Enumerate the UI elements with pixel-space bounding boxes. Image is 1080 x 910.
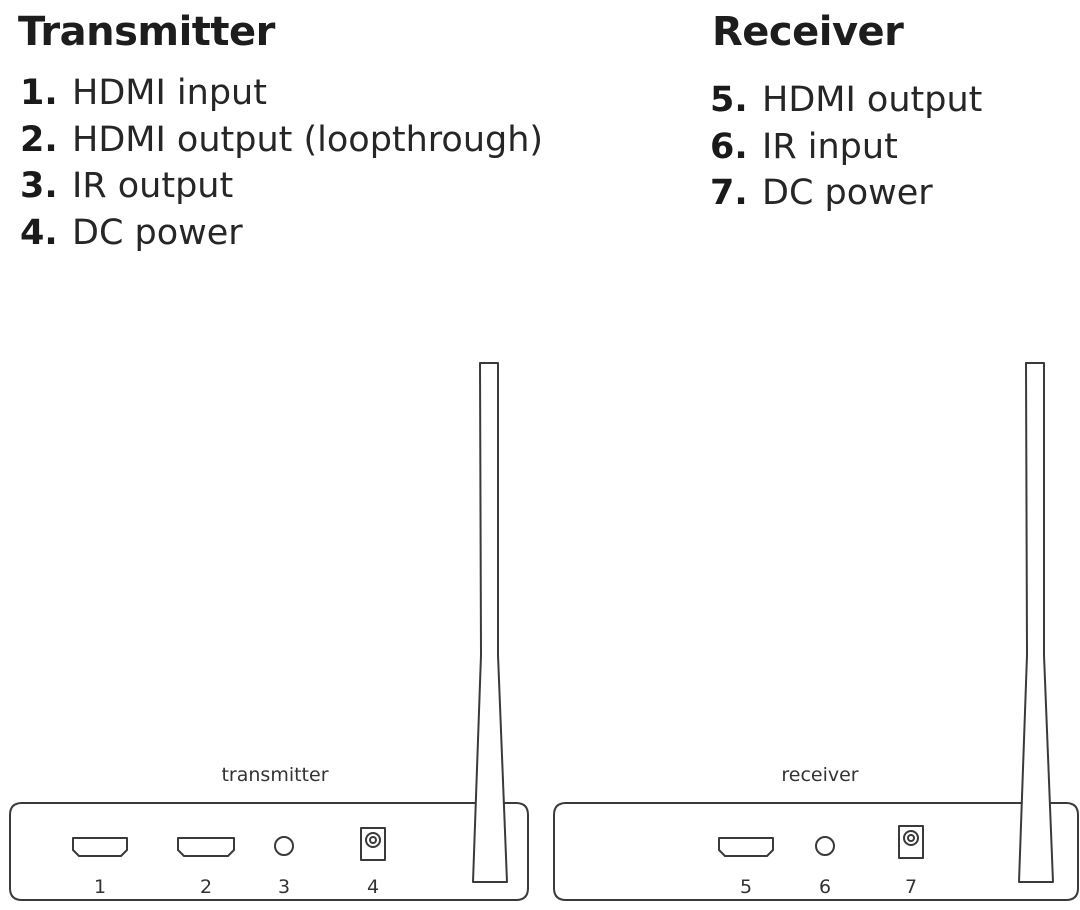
receiver-device bbox=[553, 362, 1079, 901]
list-item: 5. HDMI output bbox=[710, 77, 982, 124]
dc-jack-icon bbox=[360, 827, 386, 861]
item-number: 6. bbox=[710, 126, 748, 167]
port-number-label: 7 bbox=[905, 876, 917, 898]
transmitter-device bbox=[9, 362, 529, 901]
item-number: 4. bbox=[20, 212, 58, 253]
dc-jack-inner-icon bbox=[365, 832, 381, 848]
item-number: 1. bbox=[20, 73, 58, 113]
ir-jack-icon bbox=[815, 836, 835, 856]
item-label: HDMI output (loopthrough) bbox=[72, 119, 544, 160]
list-item: 1. HDMI input bbox=[20, 70, 543, 117]
item-label: HDMI input bbox=[72, 73, 267, 113]
list-item: 6. IR input bbox=[710, 124, 982, 171]
dc-jack-icon bbox=[898, 825, 924, 859]
item-label: DC power bbox=[72, 212, 243, 253]
transmitter-parts-list: 1. HDMI input 2. HDMI output (loopthrough)… bbox=[20, 70, 543, 256]
list-item: 2. HDMI output (loopthrough) bbox=[20, 117, 543, 164]
transmitter-antenna bbox=[472, 362, 508, 883]
receiver-title: Receiver bbox=[712, 9, 904, 55]
item-number: 7. bbox=[710, 173, 748, 213]
port-number-label: 5 bbox=[740, 876, 752, 898]
port-number-label: 3 bbox=[278, 876, 290, 898]
item-label: HDMI output bbox=[762, 80, 983, 120]
item-number: 2. bbox=[20, 119, 58, 160]
receiver-parts-list: 5. HDMI output 6. IR input 7. DC power bbox=[710, 77, 982, 217]
item-label: IR output bbox=[72, 166, 234, 206]
item-label: IR input bbox=[762, 126, 898, 167]
port-number-label: 1 bbox=[94, 876, 106, 898]
transmitter-title: Transmitter bbox=[18, 9, 275, 55]
transmitter-body bbox=[9, 802, 529, 901]
port-number-label: 6 bbox=[819, 876, 831, 898]
port-number-label: 4 bbox=[367, 876, 379, 898]
hdmi-port-icon bbox=[177, 837, 235, 857]
list-item: 7. DC power bbox=[710, 170, 982, 217]
receiver-device-label: receiver bbox=[781, 764, 858, 786]
dc-jack-inner-icon bbox=[903, 830, 919, 846]
ir-jack-icon bbox=[274, 836, 294, 856]
transmitter-device-label: transmitter bbox=[221, 764, 328, 786]
item-label: DC power bbox=[762, 173, 933, 213]
port-number-label: 2 bbox=[200, 876, 212, 898]
receiver-body bbox=[553, 802, 1079, 901]
item-number: 3. bbox=[20, 166, 58, 206]
list-item: 3. IR output bbox=[20, 163, 543, 210]
hdmi-port-icon bbox=[718, 837, 774, 857]
dc-jack-pin-icon bbox=[907, 834, 915, 842]
item-number: 5. bbox=[710, 80, 748, 120]
list-item: 4. DC power bbox=[20, 210, 543, 257]
receiver-antenna bbox=[1018, 362, 1054, 883]
hdmi-port-icon bbox=[72, 837, 128, 857]
dc-jack-pin-icon bbox=[369, 836, 377, 844]
